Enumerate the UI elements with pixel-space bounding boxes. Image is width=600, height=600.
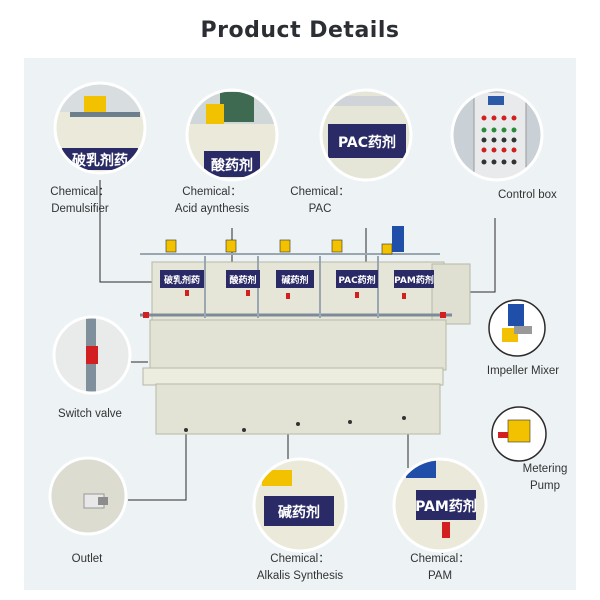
label-acid-line1: Chemical： bbox=[182, 186, 242, 198]
detail-circle-acid: 酸药剂 bbox=[187, 90, 277, 180]
label-acid: Chemical： Acid aynthesis bbox=[152, 184, 272, 218]
label-demulsifier-line2: Demulsifier bbox=[51, 203, 109, 215]
detail-circle-impeller-mixer bbox=[489, 300, 545, 356]
label-pac: Chemical： PAC bbox=[280, 184, 360, 218]
detail-circle-demulsifier: 破乳剂药 bbox=[55, 83, 145, 173]
detail-circle-pam: PAM药剂 bbox=[394, 459, 486, 551]
label-pac-line1: Chemical： bbox=[290, 186, 350, 198]
circle-sign-pam: PAM药剂 bbox=[415, 498, 477, 515]
detail-circle-alkali: 碱药剂 bbox=[254, 459, 346, 551]
label-metering-pump-line2: Pump bbox=[529, 480, 561, 492]
dosing-machine: 破乳剂药 酸药剂 碱药剂 PAC药剂 PAM药剂 bbox=[140, 226, 471, 435]
sign-acid: 酸药剂 bbox=[229, 274, 256, 286]
circle-sign-demulsifier: 破乳剂药 bbox=[72, 152, 128, 169]
detail-circle-pac: PAC药剂 bbox=[321, 90, 411, 180]
label-pam-line1: Chemical： bbox=[410, 553, 470, 565]
detail-circle-outlet bbox=[50, 458, 126, 534]
page-title: Product Details bbox=[200, 18, 400, 43]
label-alkalis-line1: Chemical： bbox=[270, 553, 330, 565]
label-acid-line2: Acid aynthesis bbox=[174, 203, 250, 215]
label-metering-pump: Metering Pump bbox=[512, 461, 578, 495]
label-pac-line2: PAC bbox=[308, 203, 332, 215]
detail-circle-switch-valve bbox=[54, 317, 130, 393]
sign-pac: PAC药剂 bbox=[338, 274, 375, 286]
label-pam: Chemical： PAM bbox=[400, 551, 480, 585]
detail-circle-control-box bbox=[452, 90, 542, 180]
sign-demulsifier: 破乳剂药 bbox=[164, 274, 200, 286]
circle-sign-pac: PAC药剂 bbox=[338, 134, 396, 151]
label-alkalis: Chemical： Alkalis Synthesis bbox=[240, 551, 360, 585]
label-demulsifier-line1: Chemical： bbox=[50, 186, 110, 198]
circle-sign-acid: 酸药剂 bbox=[211, 157, 253, 174]
circle-sign-alkali: 碱药剂 bbox=[278, 504, 320, 521]
detail-circle-metering-pump bbox=[492, 407, 546, 461]
sign-alkali: 碱药剂 bbox=[281, 274, 308, 286]
label-demulsifier: Chemical： Demulsifier bbox=[40, 184, 120, 218]
label-pam-line2: PAM bbox=[427, 570, 453, 582]
label-control-box: Control box bbox=[498, 189, 557, 201]
label-switch-valve: Switch valve bbox=[58, 408, 122, 420]
sign-pam: PAM药剂 bbox=[394, 274, 434, 286]
label-impeller-mixer: Impeller Mixer bbox=[486, 365, 560, 377]
label-metering-pump-line1: Metering bbox=[522, 463, 568, 475]
label-alkalis-line2: Alkalis Synthesis bbox=[256, 570, 344, 582]
label-outlet: Outlet bbox=[71, 553, 103, 565]
